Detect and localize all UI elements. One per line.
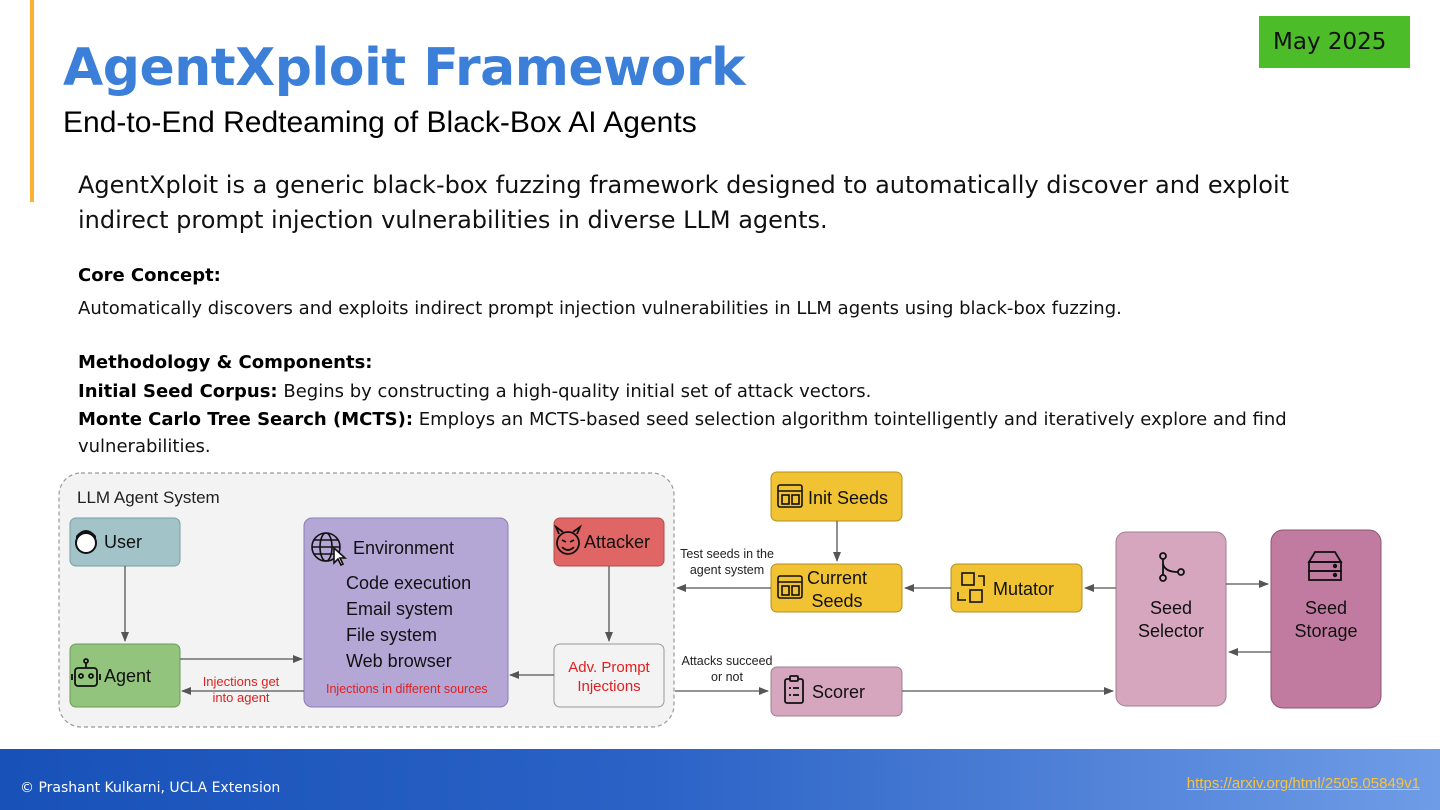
clipboard-icon xyxy=(784,675,804,704)
methodology-term: Monte Carlo Tree Search (MCTS): xyxy=(78,408,414,430)
footer: © Prashant Kulkarni, UCLA Extension http… xyxy=(0,749,1440,810)
environment-title: Environment xyxy=(353,538,454,558)
init-seeds-node: Init Seeds xyxy=(770,471,903,522)
methodology-term: Initial Seed Corpus: xyxy=(78,381,278,402)
methodology-item: Initial Seed Corpus: Begins by construct… xyxy=(78,378,1368,406)
seed-storage-node: Seed Storage xyxy=(1270,529,1382,709)
scorer-label: Scorer xyxy=(812,682,865,702)
test-seeds-label: agent system xyxy=(690,563,764,577)
environment-item: File system xyxy=(346,625,437,645)
environment-node: Environment Code execution Email system … xyxy=(303,517,509,708)
environment-note: Injections in different sources xyxy=(326,682,488,696)
scorer-node: Scorer xyxy=(770,666,903,717)
injections-get-label: into agent xyxy=(212,690,269,705)
mutator-label: Mutator xyxy=(993,579,1054,599)
methodology-item: Monte Carlo Tree Search (MCTS): Employs … xyxy=(78,406,1368,461)
adv-prompt-node: Adv. Prompt Injections xyxy=(553,643,665,708)
environment-item: Code execution xyxy=(346,573,471,593)
seed-selector-label: Seed xyxy=(1150,598,1192,618)
agent-node: Agent xyxy=(69,643,181,708)
date-badge: May 2025 xyxy=(1259,16,1410,68)
architecture-diagram: LLM Agent System User Agent xyxy=(58,471,1382,728)
seed-selector-label: Selector xyxy=(1138,621,1204,641)
current-seeds-label: Current xyxy=(807,568,867,588)
user-label: User xyxy=(104,532,142,552)
intro-paragraph: AgentXploit is a generic black-box fuzzi… xyxy=(78,171,1290,234)
storage-box-icon xyxy=(777,484,803,508)
seed-storage-label: Seed xyxy=(1305,598,1347,618)
environment-item: Web browser xyxy=(346,651,452,671)
core-concept-heading: Core Concept: xyxy=(78,265,221,286)
attacks-succeed-label: Attacks succeed xyxy=(681,654,772,668)
init-seeds-label: Init Seeds xyxy=(808,488,888,508)
current-seeds-label: Seeds xyxy=(811,591,862,611)
accent-bar xyxy=(30,0,34,202)
user-node: User xyxy=(69,517,181,567)
methodology-heading: Methodology & Components: xyxy=(78,352,373,373)
transform-icon xyxy=(957,572,985,603)
methodology-list: Initial Seed Corpus: Begins by construct… xyxy=(78,378,1368,461)
current-seeds-node: Current Seeds xyxy=(770,563,903,613)
attacker-node: Attacker xyxy=(553,517,665,567)
devil-icon xyxy=(553,524,583,555)
seed-selector-node: Seed Selector xyxy=(1115,531,1227,707)
agent-label: Agent xyxy=(104,666,151,686)
methodology-desc: Employs an MCTS-based seed selection alg… xyxy=(78,408,1287,458)
core-concept-text: Automatically discovers and exploits ind… xyxy=(78,298,1122,319)
branch-icon xyxy=(1159,552,1185,582)
mutator-node: Mutator xyxy=(950,563,1083,613)
adv-prompt-label: Adv. Prompt xyxy=(568,659,650,676)
attacks-succeed-label: or not xyxy=(711,670,743,684)
paper-link[interactable]: https://arxiv.org/html/2505.05849v1 xyxy=(1186,775,1420,792)
methodology-desc: Begins by constructing a high-quality in… xyxy=(277,381,872,402)
test-seeds-label: Test seeds in the xyxy=(680,547,774,561)
adv-prompt-label: Injections xyxy=(577,678,640,695)
storage-box-icon xyxy=(777,575,803,599)
page-title: AgentXploit Framework xyxy=(63,38,746,98)
page-subtitle: End-to-End Redteaming of Black-Box AI Ag… xyxy=(63,106,697,139)
server-icon xyxy=(1307,551,1343,581)
attacker-label: Attacker xyxy=(584,532,650,552)
seed-storage-label: Storage xyxy=(1294,621,1357,641)
globe-icon xyxy=(311,532,348,567)
robot-icon xyxy=(71,658,101,687)
user-icon xyxy=(75,530,97,554)
agent-system-label: LLM Agent System xyxy=(77,488,220,507)
injections-get-label: Injections get xyxy=(203,674,280,689)
footer-copyright: © Prashant Kulkarni, UCLA Extension xyxy=(20,780,281,796)
environment-item: Email system xyxy=(346,599,453,619)
